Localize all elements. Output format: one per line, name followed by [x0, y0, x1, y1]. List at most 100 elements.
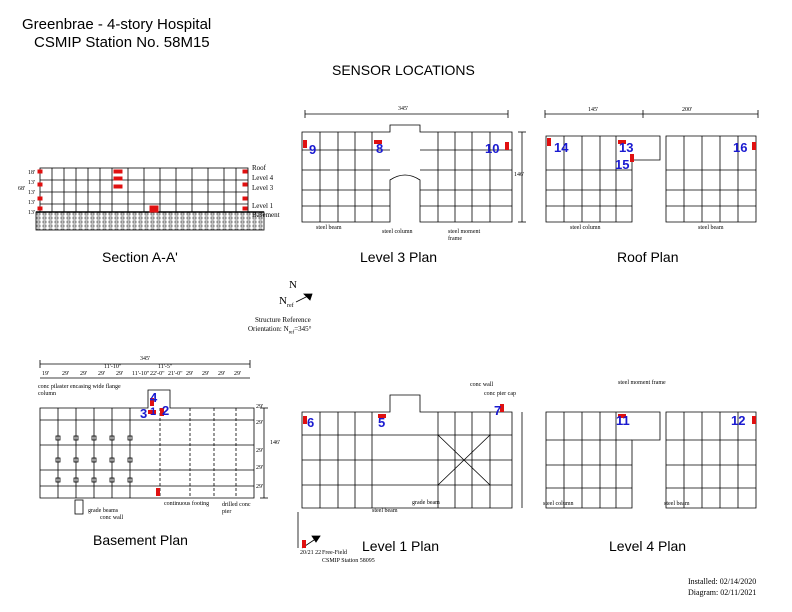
nref-label: Nref	[279, 295, 294, 310]
section-story-height-5: 13'	[28, 210, 36, 216]
basement-row-4: 29'	[256, 465, 264, 471]
section-label-level4: Level 4	[252, 174, 274, 182]
title-line-2: CSMIP Station No. 58M15	[34, 34, 210, 51]
basement-conc-pilaster-label: conc pilaster encasing wide flange colum…	[38, 384, 121, 397]
level1-plan-drawing	[297, 394, 523, 549]
level4-steel-beam-label: steel beam	[664, 501, 690, 507]
level1-grade-beam-label: grade beam	[412, 500, 440, 506]
sensor-7: 7	[494, 403, 502, 418]
level3-sensor-arrows	[303, 140, 509, 150]
section-label-level3: Level 3	[252, 184, 274, 192]
basement-arrow-3	[148, 410, 156, 414]
roof-arrow-14	[547, 138, 551, 146]
level3-arrow-9	[303, 140, 307, 148]
roof-steel-column-label: steel column	[570, 225, 601, 231]
basement-arrow-2	[160, 408, 164, 416]
basement-plan-drawing	[39, 360, 268, 515]
diagram-date: Diagram: 02/11/2021	[688, 588, 757, 597]
roof-right-dim: 200'	[682, 107, 693, 113]
free-field-label-2: CSMIP Station 58095	[322, 558, 375, 564]
roof-sensor-arrows	[547, 138, 756, 162]
basement-arrow-1	[156, 488, 160, 496]
sensor-5: 5	[378, 415, 386, 430]
section-arrow-l4-mid	[113, 176, 123, 181]
sensor-12: 12	[731, 413, 746, 428]
basement-sub-dim-2: 11'-5"	[158, 364, 173, 370]
basement-row-5: 29'	[256, 484, 264, 490]
sensor-6: 6	[307, 415, 315, 430]
title-line-1: Greenbrae - 4-story Hospital	[22, 16, 212, 33]
level1-arrow-7	[500, 404, 504, 412]
level1-conc-pier-cap-label: conc pier cap	[484, 391, 516, 397]
section-story-height-1: 18'	[28, 170, 36, 176]
sensor-1: 1	[150, 406, 157, 418]
north-arrow	[295, 293, 313, 303]
caption-roof: Roof Plan	[617, 249, 679, 265]
basement-bay-6: 11'-10"	[132, 371, 150, 377]
roof-arrow-16	[752, 142, 756, 150]
sensor-4: 4	[150, 390, 158, 405]
roof-left-dim: 145'	[588, 107, 599, 113]
basement-bay-4: 29'	[98, 371, 106, 377]
north-label: N	[289, 279, 297, 291]
level3-steel-moment-frame-label: steel moment frame	[448, 229, 481, 242]
section-label-roof: Roof	[252, 164, 266, 172]
basement-sensor-arrows	[148, 398, 164, 496]
basement-bay-1: 19'	[42, 371, 50, 377]
basement-bay-10: 29'	[202, 371, 210, 377]
level1-sensor-arrows	[302, 404, 504, 548]
basement-bay-2: 29'	[62, 371, 70, 377]
level1-arrow-5	[378, 414, 386, 418]
section-arrow-l3-left	[37, 196, 43, 201]
section-story-height-3: 13'	[28, 190, 36, 196]
basement-bay-7: 22'-0"	[150, 371, 165, 377]
roof-arrow-15	[630, 154, 634, 162]
sensor-16: 16	[733, 140, 748, 155]
sensor-10: 10	[485, 141, 500, 156]
basement-arrow-4	[150, 398, 154, 406]
section-arrow-roof-mid	[113, 169, 123, 174]
basement-bay-9: 29'	[186, 371, 194, 377]
basement-row-3: 29'	[256, 448, 264, 454]
sensor-8: 8	[376, 141, 384, 156]
sensor-2: 2	[162, 403, 170, 418]
level3-width-dim: 345'	[398, 106, 409, 112]
orientation-label: Orientation: Nref=345°	[248, 325, 312, 336]
level4-plan-drawing	[545, 411, 757, 509]
sensor-13: 13	[619, 140, 634, 155]
section-arrow-l3-mid	[113, 184, 123, 189]
basement-grade-beams-label: grade beams	[88, 508, 119, 514]
caption-level1: Level 1 Plan	[362, 538, 440, 554]
level4-arrow-12	[752, 416, 756, 424]
level4-sensor-arrows	[618, 414, 756, 424]
section-arrow-roof-right	[242, 169, 248, 174]
free-field-ids: 20/21 22	[300, 550, 322, 556]
level4-steel-column-label: steel column	[543, 501, 574, 507]
basement-total-dim: 345'	[140, 356, 151, 362]
sensor-11: 11	[616, 413, 630, 428]
basement-conc-wall-label: conc wall	[100, 515, 124, 521]
section-arrow-l3-right	[242, 196, 248, 201]
basement-depth-dim: 146'	[270, 440, 281, 446]
section-total-height: 68'	[18, 186, 26, 192]
basement-continuous-footing-label: continuous footing	[164, 501, 210, 507]
roof-arrow-13	[618, 140, 626, 144]
basement-bay-5: 29'	[116, 371, 124, 377]
section-story-height-4: 13'	[28, 200, 36, 206]
level1-steel-beam-label: steel beam	[372, 508, 398, 514]
basement-bay-8: 21'-0"	[168, 371, 183, 377]
level4-arrow-11	[618, 414, 626, 418]
sensor-3: 3	[140, 406, 148, 421]
level3-steel-beam-label: steel beam	[316, 225, 342, 231]
level3-depth-dim: 146'	[514, 172, 525, 178]
section-label-basement: Basement	[252, 211, 280, 219]
section-story-height-2: 13'	[28, 180, 36, 186]
basement-row-1: 29'	[256, 404, 264, 410]
level1-arrow-6	[303, 416, 307, 424]
basement-bay-11: 29'	[218, 371, 226, 377]
structure-reference-label: Structure Reference	[255, 316, 311, 324]
level3-arrow-10	[505, 142, 509, 150]
basement-drilled-pier-label: drilled conc pier	[222, 502, 251, 515]
section-sensor-arrows	[37, 169, 248, 213]
